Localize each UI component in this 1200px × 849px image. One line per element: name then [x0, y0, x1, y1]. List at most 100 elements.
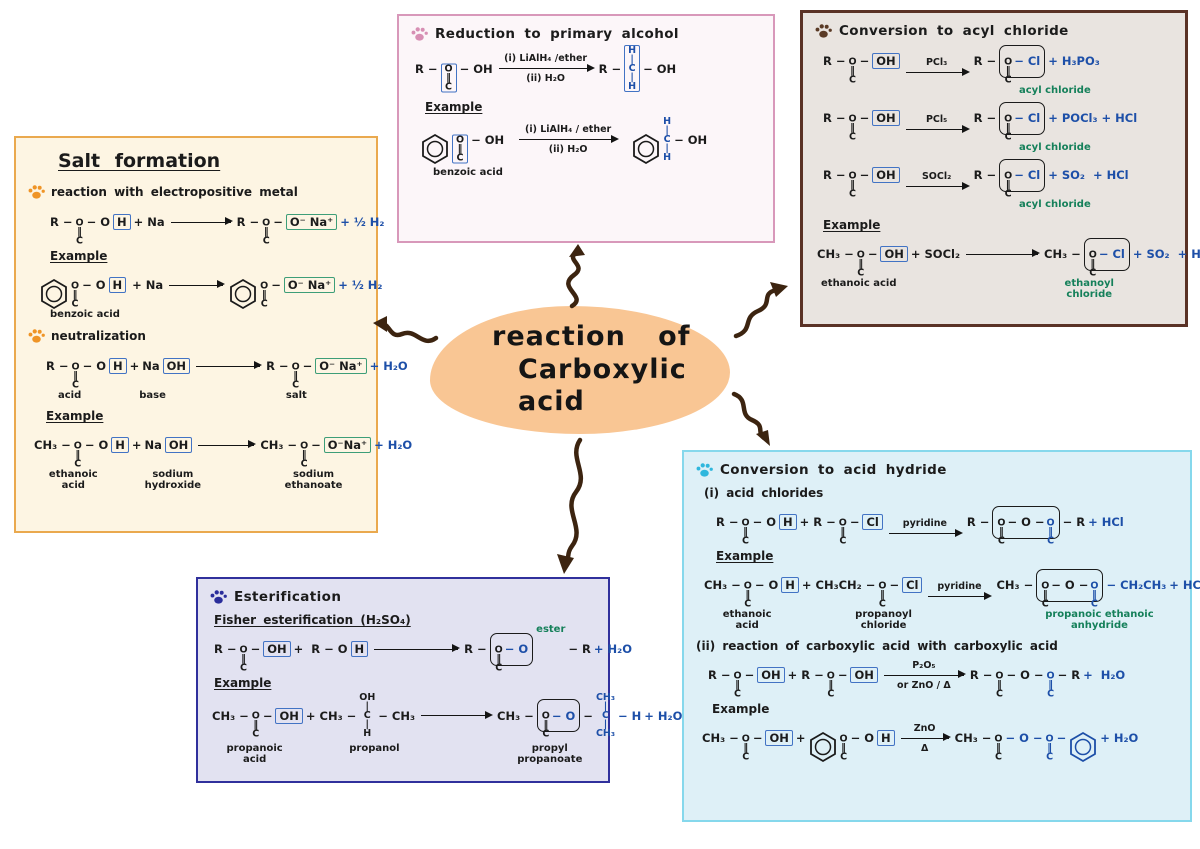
molecule-label: acyl chloride [1019, 199, 1091, 210]
molecule-labels: acyl chloride [823, 142, 1173, 153]
boxed-formula: OH [162, 358, 191, 374]
highlight-group: O‖C− Cl [999, 44, 1046, 84]
formula-text: + H₂O [1083, 668, 1126, 682]
formula-text: − R [568, 642, 591, 656]
atom-stack: O‖C [838, 517, 847, 546]
atom-stack: O‖C [494, 644, 503, 673]
formula-text: + H₂O [644, 708, 683, 723]
molecule-label: ethanoic acid [722, 609, 772, 631]
atom-stack: O‖C [73, 440, 82, 469]
formula-text: − [859, 54, 870, 68]
reaction-arrow [170, 217, 233, 227]
molecule-label: acyl chloride [1019, 85, 1091, 96]
formula-text: CH₃ − [954, 731, 992, 745]
atom-stack: O‖C [1004, 170, 1013, 199]
atom-stack: H|C|H [624, 45, 641, 92]
formula-text: + R − [787, 668, 824, 682]
formula-text: − R [1062, 515, 1086, 529]
connector-arrow-to-anhydride [731, 391, 770, 446]
atom-stack: O‖C [300, 440, 309, 469]
formula-text: − O − [1007, 515, 1045, 529]
acid-hydride-box: Conversion to acid hydride (i) acid chlo… [682, 450, 1200, 822]
formula-text: + H₃PO₃ [1048, 54, 1100, 68]
formula-text: CH₃ − [996, 578, 1034, 592]
atom-stack: O‖C [741, 517, 750, 546]
formula-text: − O [850, 731, 875, 745]
molecule-label: base [139, 390, 166, 401]
boxed-formula: H [779, 514, 797, 530]
benzene-ring-icon [421, 133, 449, 165]
section-heading: Example [712, 702, 770, 716]
formula-text: R − [823, 111, 846, 125]
atom-stack: O‖C [994, 733, 1003, 762]
molecule-label: propanoic acid [226, 743, 283, 765]
reaction-arrow [374, 644, 461, 654]
atom-stack: O‖C [260, 280, 269, 309]
formula-text: + POCl₃ + HCl [1048, 111, 1138, 125]
section-heading: reaction with electropositive metal [28, 184, 364, 200]
reaction-arrow [169, 280, 226, 290]
ester-title-row: Esterification [210, 589, 596, 605]
molecule-labels: benzoic acid [40, 309, 364, 320]
formula-text: R − [266, 359, 289, 373]
formula-text: − OH [459, 61, 493, 76]
formula-text: − [271, 278, 281, 292]
atom-stack: O‖C [1041, 580, 1050, 609]
formula-text: − [583, 708, 593, 723]
highlight-group: O‖C− Cl [999, 158, 1046, 198]
formula-text: − O − [1006, 668, 1044, 682]
reaction-arrow: (i) LiAlH₄ /ether(ii) H₂O [498, 53, 595, 84]
esterification-content: Fisher esterification (H₂SO₄)R −O‖C−OH+ … [210, 613, 682, 765]
reduction-title-row: Reduction to primary alcohol [411, 26, 761, 42]
molecule-label: ethanoic acid [821, 278, 897, 289]
boxed-formula: O⁻ Na⁺ [285, 214, 338, 230]
paw-icon [411, 26, 428, 42]
acyl-chloride-title: Conversion to acyl chloride [839, 23, 1069, 39]
boxed-formula: H [109, 358, 127, 374]
boxed-formula: H [877, 730, 895, 746]
reaction-arrow: SOCl₂ [905, 171, 970, 191]
central-topic-bubble: reaction of Carboxylic acid [430, 306, 730, 434]
formula-text: − CH₃ [378, 708, 416, 723]
highlight-group: O‖C− Cl [1083, 237, 1130, 277]
atom-stack: O‖C [878, 580, 887, 609]
formula-text: − OH [674, 132, 708, 147]
formula-text: + R − O [293, 642, 348, 656]
formula-text: R − [708, 668, 731, 682]
connector-arrow-to-salt [373, 316, 439, 343]
formula-text: CH₃ − [1044, 247, 1081, 261]
formula-text: CH₃ − [34, 438, 71, 452]
atom-stack: O‖C [1046, 670, 1055, 699]
formula-text: − [250, 642, 261, 656]
formula-text: − O [551, 708, 576, 723]
formula-text: + ½ H₂ [338, 278, 383, 292]
formula-text: − H [618, 708, 642, 723]
reaction-arrow: (i) LiAlH₄ / ether(ii) H₂O [519, 124, 620, 155]
atom-stack: O‖C [262, 217, 271, 246]
formula-text: + SO₂ + HCl [1048, 168, 1129, 182]
boxed-formula: H [113, 214, 131, 230]
section-heading: (i) acid chlorides [704, 486, 824, 500]
section-heading: Example [823, 218, 881, 232]
atom-stack: O‖C [541, 710, 550, 740]
boxed-formula: H [111, 437, 129, 453]
connector-arrow-to-reduction [566, 244, 585, 309]
formula-text: + H₂O [374, 438, 413, 452]
formula-text: + CH₃ − [305, 708, 357, 723]
highlight-group: O‖C− O −O‖C [992, 505, 1060, 545]
formula-text: − [262, 708, 273, 723]
molecule-labels: acyl chloride [823, 199, 1173, 210]
formula-text: − [311, 438, 321, 452]
paw-icon [696, 462, 713, 478]
anhydride-title-row: Conversion to acid hydride [696, 462, 1178, 478]
formula-text: + H₂O [369, 359, 408, 373]
